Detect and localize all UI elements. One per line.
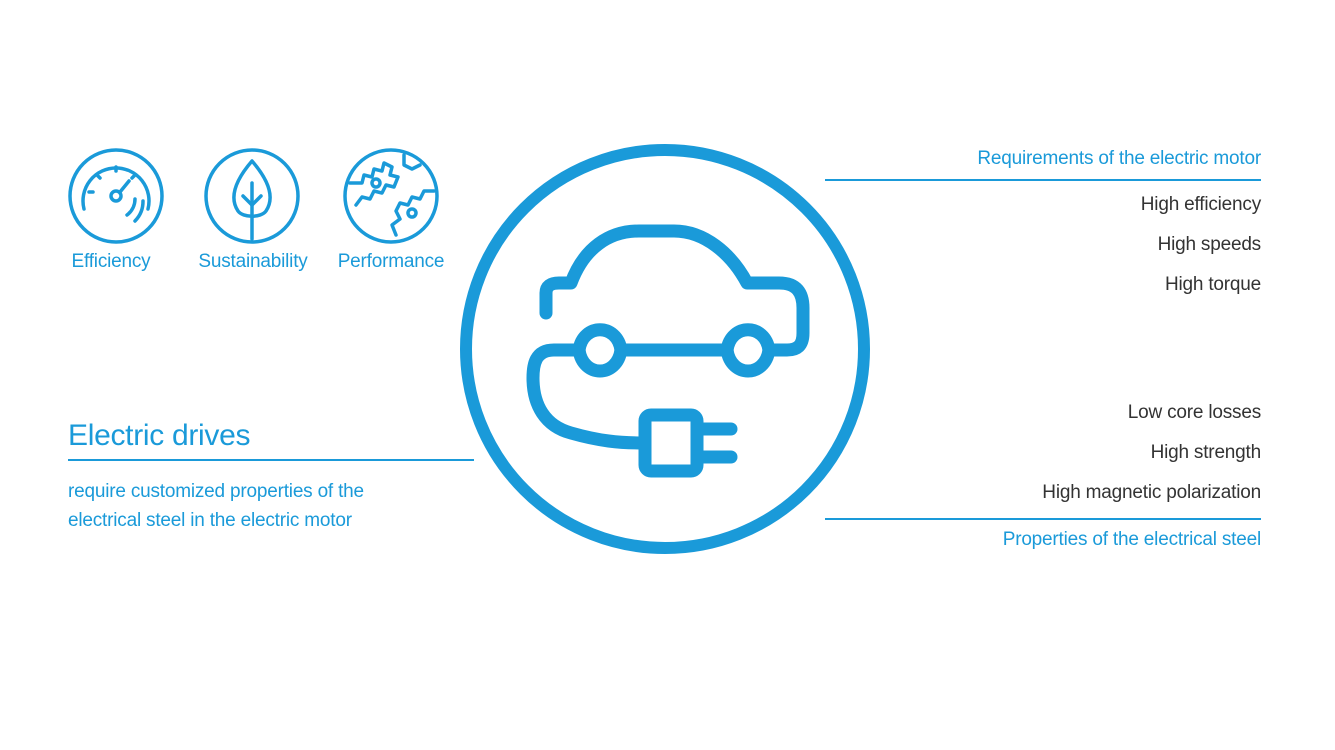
speedometer-icon xyxy=(67,147,165,245)
list-item: High torque xyxy=(1164,274,1261,295)
list-item: High magnetic polarization xyxy=(1042,482,1261,503)
properties-divider xyxy=(825,518,1261,520)
properties-title: Properties of the electrical steel xyxy=(1002,529,1261,550)
list-item: Low core losses xyxy=(1127,402,1261,423)
requirements-list: High efficiency High speeds High torque xyxy=(1141,185,1261,305)
gears-icon xyxy=(342,147,440,245)
electric-car-plug-icon xyxy=(459,143,871,560)
list-item: High speeds xyxy=(1157,234,1262,255)
benefit-label-sustainability: Sustainability xyxy=(198,251,308,272)
leaf-icon xyxy=(203,147,301,245)
requirements-title: Requirements of the electric motor xyxy=(977,148,1261,169)
heading-divider xyxy=(68,459,474,461)
electric-drives-description: require customized properties of the ele… xyxy=(68,481,364,531)
requirements-divider xyxy=(825,179,1261,181)
list-item: High efficiency xyxy=(1140,194,1261,215)
properties-list: Low core losses High strength High magne… xyxy=(1042,393,1261,513)
electric-drives-heading: Electric drives xyxy=(68,419,251,452)
list-item: High strength xyxy=(1150,442,1262,463)
benefit-label-performance: Performance xyxy=(337,251,445,272)
benefit-label-efficiency: Efficiency xyxy=(71,251,151,272)
